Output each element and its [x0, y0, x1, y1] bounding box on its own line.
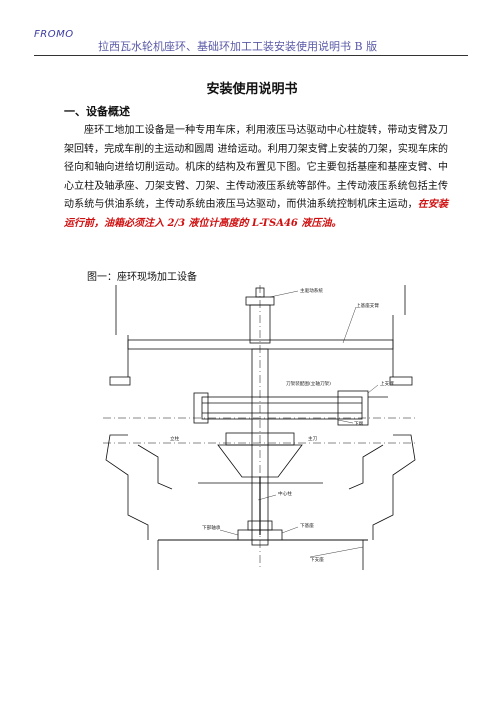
overview-paragraph: 座环工地加工设备是一种专用车床，利用液压马达驱动中心柱旋转，带动支臂及刀架回转，…: [64, 122, 448, 233]
overview-text: 座环工地加工设备是一种专用车床，利用液压马达驱动中心柱旋转，带动支臂及刀架回转，…: [64, 125, 448, 210]
section-heading: 一、设备概述: [64, 105, 130, 118]
machine-assembly-drawing: 主驱动系统 上基座支臂 刀架装配图(立轴刀架) 上支撑 下端 立柱 主刀 中心柱…: [98, 285, 423, 570]
label-lower-bearing: 下部轴承: [202, 524, 221, 531]
label-lower-arm: 下支座: [310, 556, 324, 563]
label-lower-base: 下基座: [300, 522, 314, 529]
label-main-drive: 主驱动系统: [300, 287, 323, 294]
label-center: 主刀: [308, 435, 318, 442]
brand-logo-text: FROMO: [34, 29, 74, 40]
center-column: [251, 348, 269, 546]
label-tool-holder: 刀架装配图(立轴刀架): [286, 380, 331, 387]
upper-arm-beam: [127, 339, 394, 350]
tool-holder: [337, 390, 369, 426]
label-center-column: 中心柱: [278, 490, 292, 497]
label-lower-cut: 下端: [354, 420, 364, 427]
figure-caption: 图一：座环现场加工设备: [87, 272, 197, 283]
tool-arm: [201, 396, 363, 420]
running-header-title: 拉西瓦水轮机座环、基础环加工工装安装使用说明书 B 版: [98, 40, 378, 53]
label-upper-support: 上支撑: [380, 380, 394, 387]
label-upper-arm: 上基座支臂: [356, 302, 379, 309]
header-divider: [34, 55, 468, 56]
warning-text: 在安装运行前，油箱必须注入 2/3 液位计高度的 L-TSA46 液压油。: [64, 199, 449, 229]
document-title: 安装使用说明书: [206, 82, 298, 97]
label-column: 立柱: [170, 435, 180, 442]
assembly-drawing-svg: 主驱动系统 上基座支臂 刀架装配图(立轴刀架) 上支撑 下端 立柱 主刀 中心柱…: [103, 285, 418, 570]
